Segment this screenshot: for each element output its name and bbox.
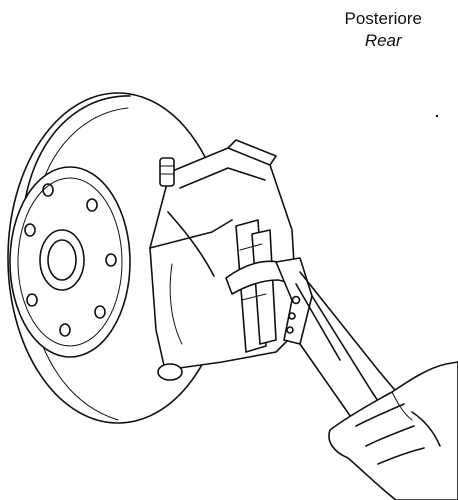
lug-hole: [26, 293, 38, 307]
pliers-hole: [286, 326, 294, 334]
brake-caliper: [149, 139, 299, 381]
pliers-tool: [225, 257, 421, 471]
center-hub-nut: [39, 229, 85, 291]
pliers-hole: [288, 312, 296, 320]
lug-holes: [24, 183, 117, 337]
hand: [328, 361, 458, 500]
label-english: Rear: [364, 31, 402, 50]
brake-pads: [235, 219, 277, 353]
speck-mark: [435, 114, 439, 118]
mounting-bolt: [157, 363, 183, 381]
position-label: Posteriore Rear: [345, 8, 422, 52]
bleed-nipple: [159, 157, 175, 187]
lug-hole: [86, 198, 98, 212]
lug-hole: [42, 183, 54, 197]
label-italian: Posteriore: [344, 9, 422, 28]
lug-hole: [94, 305, 106, 319]
lug-hole: [24, 223, 36, 237]
pliers-hole: [291, 295, 301, 305]
lug-hole: [59, 323, 71, 337]
lug-hole: [105, 253, 117, 267]
